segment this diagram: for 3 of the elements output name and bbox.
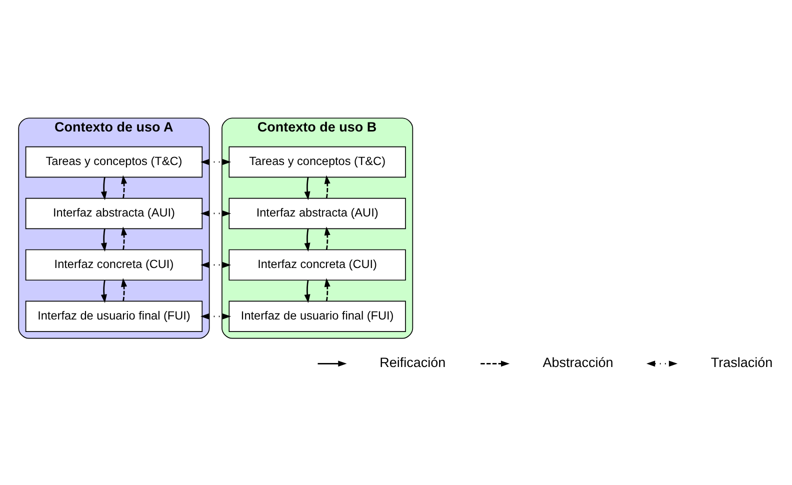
legend-label: Traslación: [710, 354, 773, 370]
legend-label: Reificación: [380, 354, 446, 370]
legend-label: Abstracción: [542, 354, 614, 370]
